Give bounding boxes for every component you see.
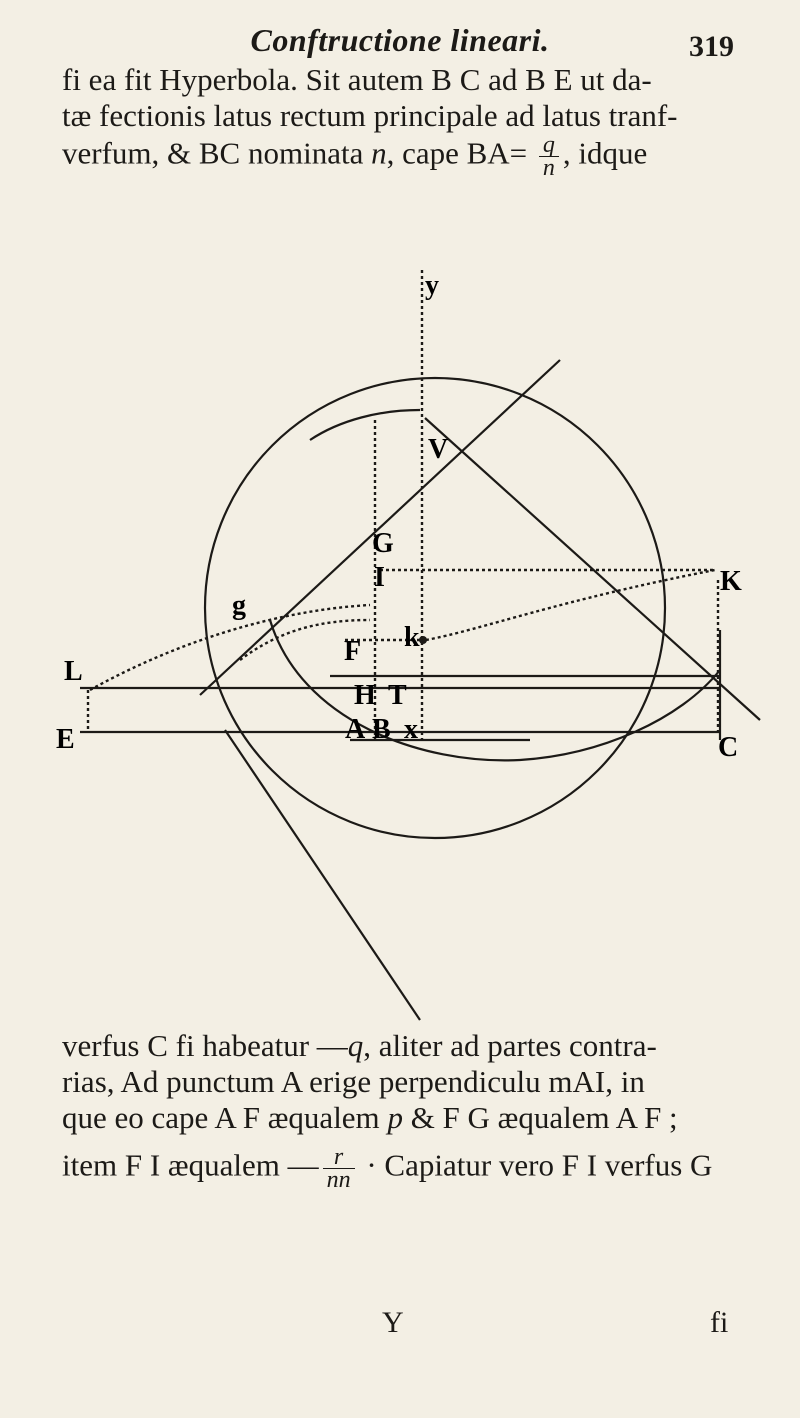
curve-fk-dotted xyxy=(425,568,716,642)
curve-g-dotted xyxy=(239,618,371,661)
text-line-1: fi ea fit Hyperbola. Sit autem B C ad B … xyxy=(62,62,652,97)
label-c: C xyxy=(718,732,738,763)
signature-mark: Y xyxy=(382,1306,404,1339)
catchword: fi xyxy=(710,1306,729,1339)
point-f xyxy=(419,636,427,644)
bottom-line-1-part-b: , aliter ad partes contra- xyxy=(363,1028,657,1063)
label-f: F xyxy=(344,636,361,667)
label-g-lower: g xyxy=(232,590,246,621)
top-paragraph: fi ea fit Hyperbola. Sit autem B C ad B … xyxy=(62,62,752,180)
bottom-line-2: rias, Ad punctum A erige perpendiculu mA… xyxy=(62,1064,645,1099)
label-a: A xyxy=(345,714,366,745)
upper-arc xyxy=(309,408,421,441)
page-number: 319 xyxy=(689,30,734,63)
label-h: H xyxy=(354,680,376,711)
bottom-line-1-part-a: verfus C fi habeatur — xyxy=(62,1028,348,1063)
fraction-numerator: r xyxy=(333,1144,344,1170)
text-line-3-part-b: , cape BA= xyxy=(386,135,535,171)
bottom-paragraph: verfus C fi habeatur —q, aliter ad parte… xyxy=(62,1028,752,1192)
variable-p: p xyxy=(387,1100,403,1135)
rising-diagonal xyxy=(199,359,561,696)
label-k-small: k xyxy=(404,622,420,653)
text-line-3-part-c: , idque xyxy=(562,135,648,171)
bottom-line-3-part-a: que eo cape A F æqualem xyxy=(62,1100,388,1135)
fraction-numerator: q xyxy=(542,132,555,158)
bottom-line-4-part-b: · Capiatur vero F I verfus G xyxy=(358,1147,713,1183)
label-e: E xyxy=(56,724,75,755)
lower-curve xyxy=(268,619,721,762)
label-y: y xyxy=(425,270,439,301)
label-v: V xyxy=(428,434,448,465)
falling-diagonal-lower xyxy=(224,729,421,1021)
bottom-line-1: verfus C fi habeatur —q, aliter ad parte… xyxy=(62,1028,752,1064)
variable-n: n xyxy=(371,135,387,171)
text-line-3-part-a: verfum, & BC nominata xyxy=(62,135,372,171)
text-line-2: tæ fectionis latus rectum principale ad … xyxy=(62,98,678,133)
label-t: T xyxy=(388,680,407,711)
label-i: I xyxy=(374,562,385,593)
bottom-line-3: que eo cape A F æqualem p & F G æqualem … xyxy=(62,1100,752,1136)
label-l: L xyxy=(64,656,83,687)
running-title: Conftructione lineari. xyxy=(250,22,550,58)
variable-q: q xyxy=(347,1028,364,1063)
fraction-denominator: n xyxy=(538,156,559,180)
label-g-upper: G xyxy=(372,528,394,559)
label-k: K xyxy=(720,566,742,597)
bottom-line-3-part-b: & F G æqualem A F ; xyxy=(402,1100,678,1135)
label-b: B xyxy=(372,714,391,745)
bottom-line-4-part-a: item F I æqualem — xyxy=(62,1147,319,1183)
circle-curve xyxy=(203,376,667,840)
fraction-denominator: nn xyxy=(322,1168,355,1192)
label-x: x xyxy=(404,714,418,745)
curve-l-dotted xyxy=(89,603,371,692)
